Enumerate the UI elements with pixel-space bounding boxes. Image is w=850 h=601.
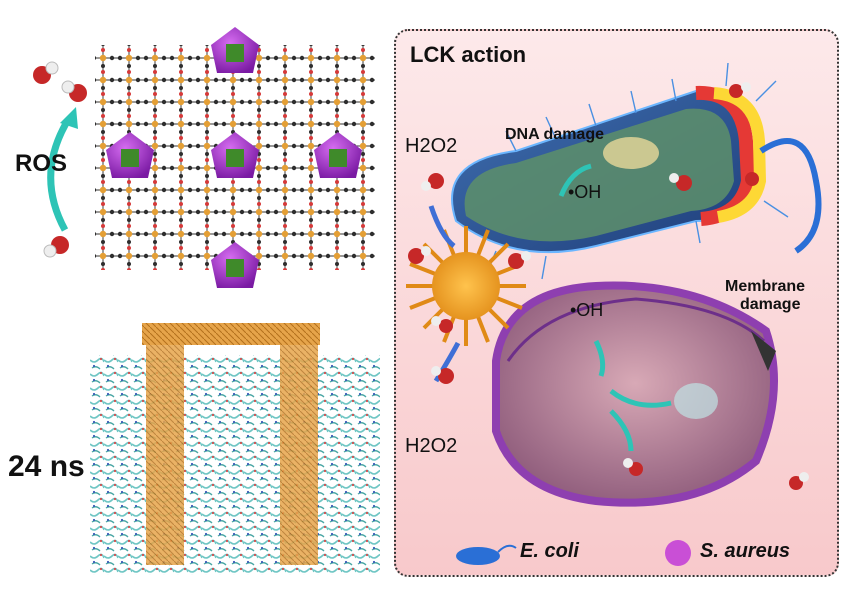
mof-framework-illustration <box>95 27 375 288</box>
ecoli-cell <box>451 62 822 280</box>
cyan-arrow-icon <box>609 389 672 408</box>
ros-molecule-icon <box>33 61 59 84</box>
membrane-damage-label-line1: Membrane <box>725 278 806 295</box>
ecoli-legend-icon <box>456 544 517 565</box>
h2o2-molecule-icon <box>669 173 692 191</box>
saureus-cell <box>492 281 778 507</box>
cyan-arrow-icon <box>558 163 592 197</box>
membrane-damage-label-line2: damage <box>740 296 801 313</box>
polyhedron-top <box>211 27 259 73</box>
h2o2-molecule-icon <box>508 251 531 269</box>
polyhedron-bottom <box>211 242 259 288</box>
polyhedron-center <box>211 132 259 178</box>
ros-label: ROS <box>15 150 68 177</box>
nanoparticle <box>406 226 526 346</box>
ros-arrow-illustration <box>33 61 87 258</box>
hydroxyl-radical-label-top: •OH <box>568 182 602 202</box>
arrow-head-icon <box>60 107 78 129</box>
panel-title: LCK action <box>410 42 527 67</box>
saureus-legend-icon <box>665 540 691 566</box>
h2o2-molecule-icon <box>431 316 453 333</box>
membrane-simulation-illustration <box>90 323 380 575</box>
blue-arrow-icon <box>428 205 456 248</box>
h2o2-label-bottom: H2O2 <box>405 435 458 457</box>
h2o2-molecule-icon <box>789 472 809 490</box>
cyan-arrow-icon <box>609 409 634 452</box>
ros-molecule-icon <box>61 80 87 102</box>
dna-damage-label: DNA damage <box>505 126 604 143</box>
h2o2-label-top: H2O2 <box>405 135 458 157</box>
framework-top-bar <box>142 323 320 345</box>
polyhedron-right <box>314 132 362 178</box>
framework-right-leg <box>280 345 318 565</box>
h2o2-molecule-icon <box>421 173 444 191</box>
ecoli-legend-label: E. coli <box>520 540 579 562</box>
h2o2-molecule-icon <box>623 458 643 476</box>
cyan-arrow-icon <box>593 339 606 377</box>
h2o2-molecule-icon <box>408 246 431 264</box>
saureus-legend-label: S. aureus <box>700 540 791 562</box>
h2o2-molecule-icon <box>729 82 751 98</box>
ros-molecule-icon <box>43 236 69 258</box>
time-label: 24 ns <box>8 450 85 483</box>
framework-left-leg <box>146 345 184 565</box>
hydroxyl-radical-label-middle: •OH <box>570 300 604 320</box>
curved-arrow-icon <box>47 118 72 232</box>
h2o2-molecule-icon <box>431 366 454 384</box>
polyhedron-left <box>106 132 154 178</box>
h2o2-molecule-icon <box>745 172 759 186</box>
bacteria-illustration <box>406 62 822 507</box>
